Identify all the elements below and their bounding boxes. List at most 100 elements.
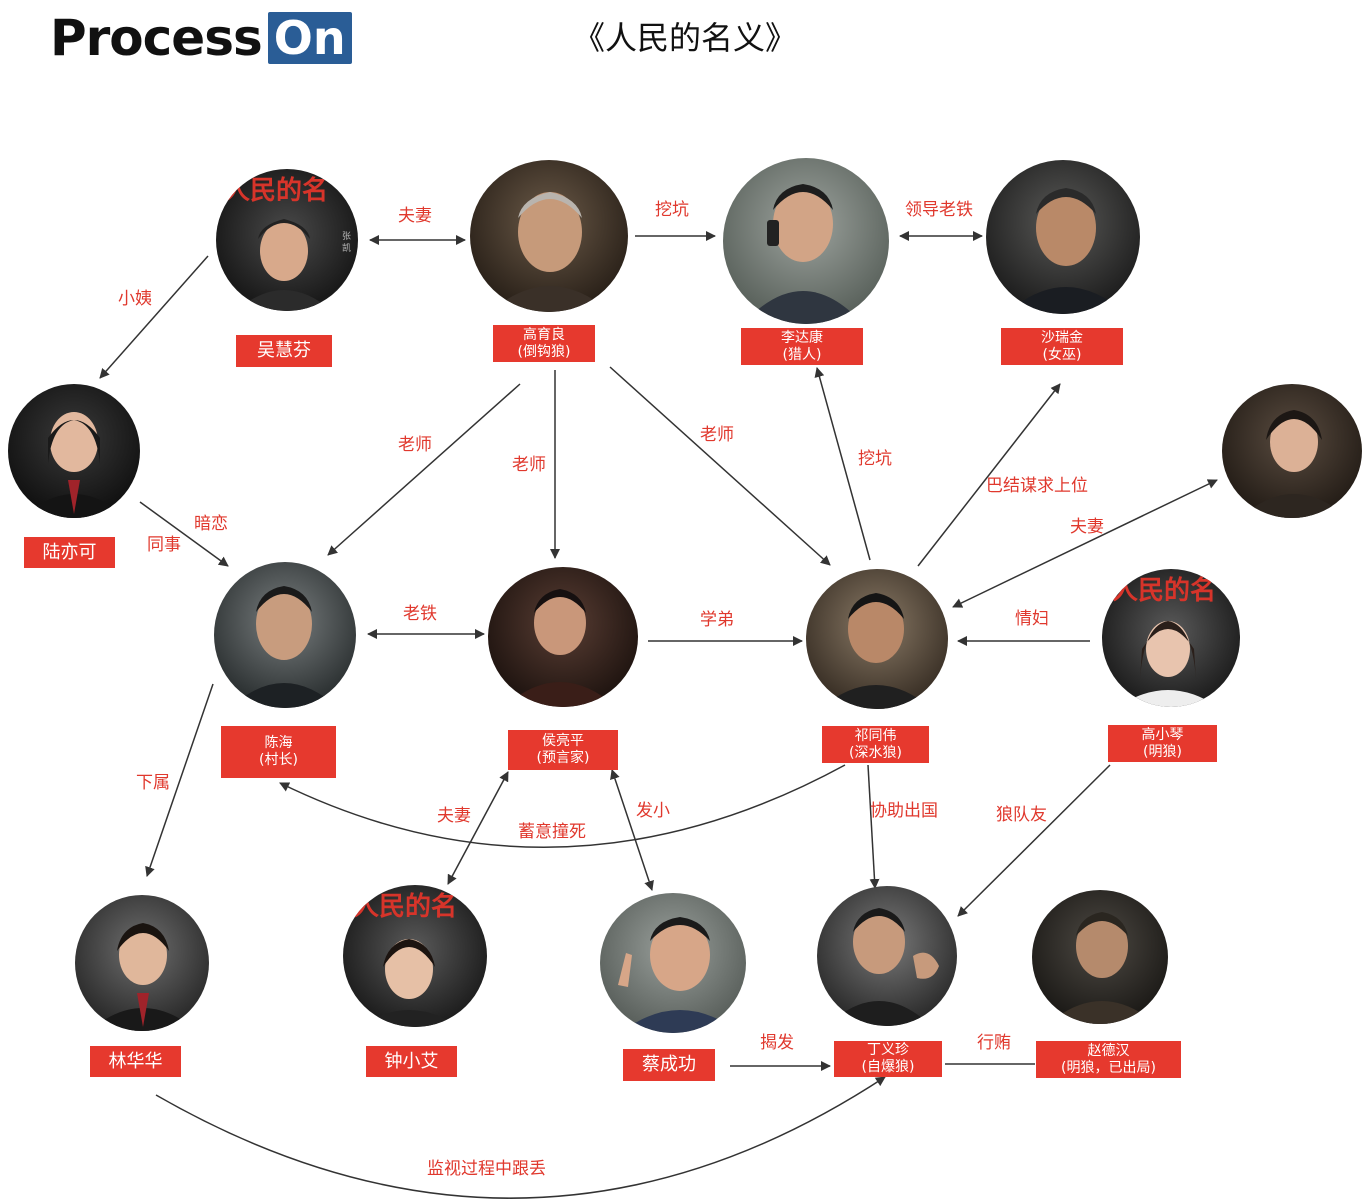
avatar-sharuijin	[986, 160, 1140, 314]
portrait-luyike-icon	[22, 412, 126, 518]
edge-chen-lin	[145, 683, 214, 877]
relation-label-gaoxq-qi: 情妇	[1015, 609, 1049, 629]
avatar-houliangping	[488, 567, 638, 707]
relation-label-gao-qi: 老师	[700, 425, 734, 445]
edge-wu-lu	[99, 255, 209, 379]
avatar-wuhuifen: 人民的名 张 凯	[216, 169, 358, 311]
avatar-zhongxiaoai: 人民的名	[343, 885, 487, 1027]
avatar-dingyizhen	[817, 886, 957, 1026]
relation-label-ding-zhao: 行贿	[977, 1033, 1011, 1053]
avatar-zhaodehan	[1032, 890, 1168, 1024]
edge-lu-chen	[139, 501, 229, 567]
relation-label-lu-chen-a: 暗恋	[194, 514, 228, 534]
relation-label-li-sha: 领导老铁	[905, 200, 973, 220]
name-wuhuifen: 吴慧芬	[257, 340, 311, 361]
relation-label-wu-gao: 夫妻	[398, 206, 432, 226]
avatar-luyike	[8, 384, 140, 518]
relation-label-hou-zhong: 夫妻	[437, 806, 471, 826]
relation-label-qi-sha: 巴结谋求上位	[986, 476, 1088, 496]
edge-lin-ding	[155, 1076, 886, 1199]
avatar-liangluqun	[1222, 384, 1362, 518]
name-houliangping: 侯亮平	[542, 733, 584, 749]
relation-label-gao-hou: 老师	[512, 455, 546, 475]
namebox-gaoyuliang: 高育良 (倒钩狼)	[493, 325, 595, 362]
avatar-chenhai	[214, 562, 356, 708]
avatar-gaoxiaoqin: 人民的名	[1102, 569, 1240, 707]
avatar-lidakang	[723, 158, 889, 324]
logo-on-badge: On	[267, 12, 352, 64]
namebox-sharuijin: 沙瑞金 (女巫)	[1001, 328, 1123, 365]
namebox-gaoxiaoqin: 高小琴 (明狼)	[1108, 725, 1217, 762]
name-gaoxiaoqin: 高小琴	[1141, 726, 1184, 743]
relation-label-qi-chen: 蓄意撞死	[518, 822, 586, 842]
name-chenhai: 陈海	[264, 735, 293, 751]
avatar-qitongwei	[806, 569, 948, 709]
edge-gao-qi	[609, 366, 831, 566]
portrait-zhongxiaoai-icon: 人民的名	[353, 891, 459, 1027]
edge-qi-chen	[279, 764, 846, 848]
nickname-houliangping: (预言家)	[536, 750, 590, 766]
namebox-linhuahua: 林华华	[90, 1046, 181, 1077]
relation-label-gao-chen: 老师	[398, 435, 432, 455]
portrait-houliangping-icon	[504, 589, 616, 707]
edge-qi-liang	[952, 479, 1218, 608]
portrait-linhuahua-icon	[89, 923, 197, 1031]
namebox-houliangping: 侯亮平 (预言家)	[508, 730, 618, 770]
edge-hou-zhong	[447, 771, 509, 885]
nickname-gaoyuliang: (倒钩狼)	[517, 343, 571, 360]
nickname-dingyizhen: (自爆狼)	[861, 1059, 915, 1075]
nickname-lidakang: (猎人)	[782, 346, 822, 363]
relation-label-hou-cai: 发小	[636, 801, 670, 821]
avatar-gaoyuliang	[470, 160, 628, 312]
name-caichenggong: 蔡成功	[642, 1054, 696, 1075]
relation-label-hou-qi: 学弟	[700, 610, 734, 630]
namebox-chenhai: 陈海 (村长)	[221, 726, 336, 778]
processon-logo: Process On	[50, 8, 352, 68]
avatar-linhuahua	[75, 895, 209, 1031]
namebox-lidakang: 李达康 (猎人)	[741, 328, 863, 365]
nickname-qitongwei: (深水狼)	[849, 744, 902, 761]
edge-qi-ding	[867, 764, 880, 889]
name-qitongwei: 祁同伟	[854, 727, 897, 744]
portrait-dingyizhen-icon	[827, 908, 939, 1026]
portrait-caichenggong-icon	[618, 917, 740, 1033]
relation-label-cai-ding: 揭发	[760, 1033, 794, 1053]
nickname-chenhai: (村长)	[259, 752, 298, 768]
edge-qi-li	[814, 367, 871, 561]
relation-label-qi-li: 挖坑	[858, 449, 892, 469]
edge-gao-chen	[327, 383, 521, 556]
name-gaoyuliang: 高育良	[523, 326, 565, 343]
edge-hou-cai	[610, 769, 654, 891]
namebox-zhaodehan: 赵德汉 (明狼，已出局)	[1036, 1041, 1181, 1078]
portrait-zhaodehan-icon	[1048, 912, 1156, 1024]
svg-text:凯: 凯	[342, 242, 351, 254]
namebox-qitongwei: 祁同伟 (深水狼)	[822, 726, 929, 763]
portrait-lidakang-icon	[743, 184, 863, 324]
namebox-caichenggong: 蔡成功	[623, 1049, 715, 1081]
namebox-wuhuifen: 吴慧芬	[236, 335, 332, 367]
namebox-zhongxiaoai: 钟小艾	[366, 1046, 457, 1077]
relation-label-qi-liang: 夫妻	[1070, 517, 1104, 537]
portrait-gaoxiaoqin-icon: 人民的名	[1112, 575, 1218, 707]
edge-qi-sha	[917, 383, 1061, 567]
page-title: 《人民的名义》	[572, 19, 797, 57]
portrait-wuhuifen-icon: 人民的名 张 凯	[224, 175, 351, 311]
namebox-luyike: 陆亦可	[24, 537, 115, 568]
relation-label-qi-ding: 协助出国	[870, 801, 938, 821]
nickname-sharuijin: (女巫)	[1042, 346, 1082, 363]
name-lidakang: 李达康	[781, 329, 823, 346]
namebox-dingyizhen: 丁义珍 (自爆狼)	[834, 1041, 942, 1077]
name-sharuijin: 沙瑞金	[1041, 329, 1083, 346]
relation-label-gaoxq-ding: 狼队友	[996, 805, 1047, 825]
avatar-caichenggong	[600, 893, 746, 1033]
relation-label-gao-li: 挖坑	[655, 200, 689, 220]
name-luyike: 陆亦可	[42, 541, 97, 563]
name-dingyizhen: 丁义珍	[867, 1042, 909, 1058]
name-zhongxiaoai: 钟小艾	[384, 1050, 439, 1072]
relation-label-lin-ding: 监视过程中跟丢	[427, 1159, 546, 1179]
relation-label-wu-lu: 小姨	[118, 289, 152, 309]
portrait-chenhai-icon	[230, 586, 338, 708]
portrait-gaoyuliang-icon	[490, 192, 610, 312]
portrait-qitongwei-icon	[820, 593, 932, 709]
